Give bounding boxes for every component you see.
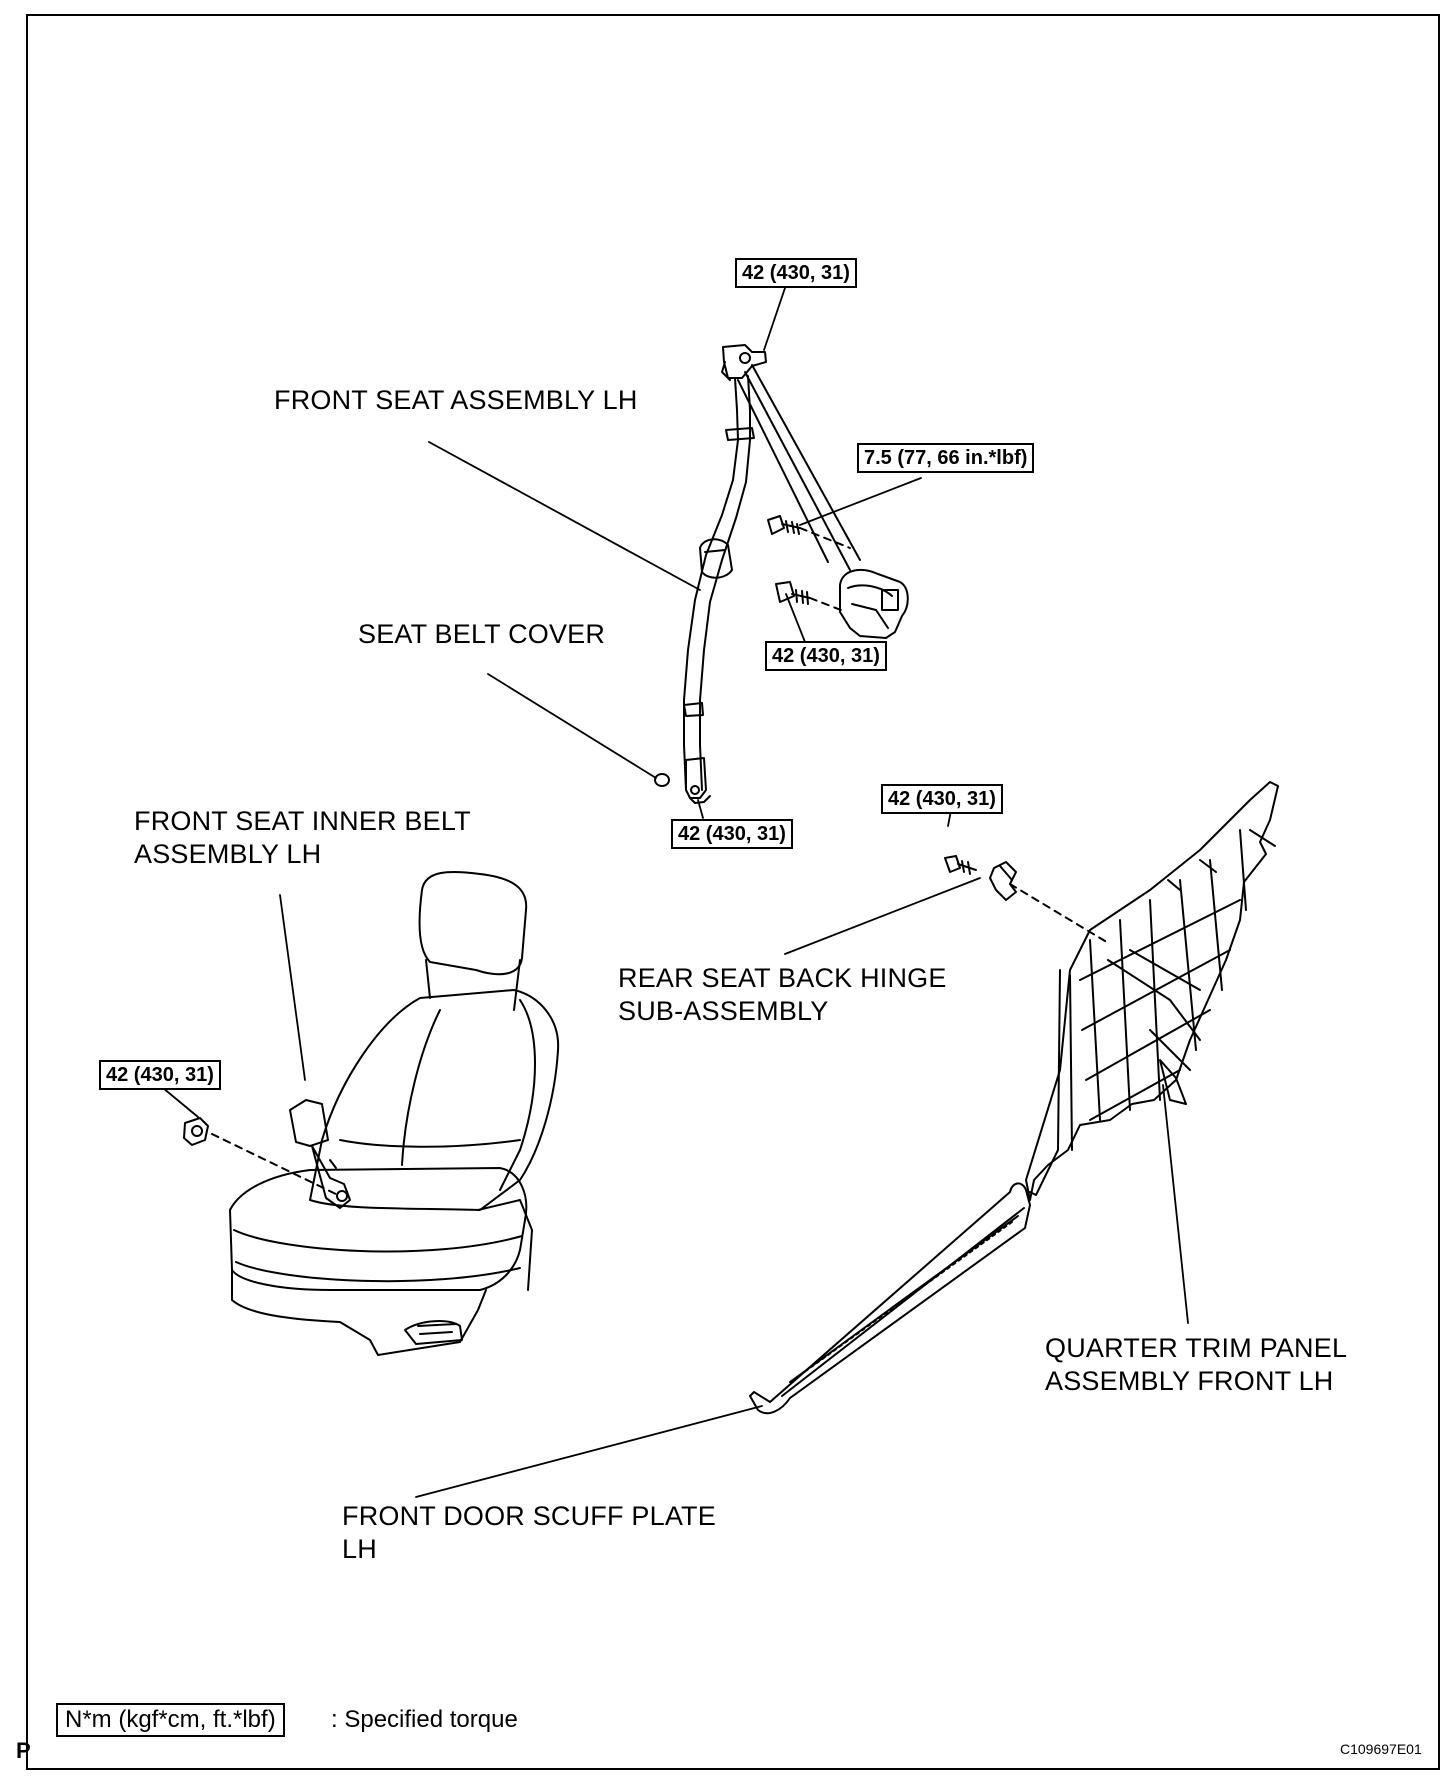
legend-unit-box: N*m (kgf*cm, ft.*lbf) (56, 1703, 285, 1737)
torque-floor-anchor: 42 (430, 31) (671, 819, 793, 849)
label-quarter-trim-panel: QUARTER TRIM PANEL ASSEMBLY FRONT LH (1045, 1333, 1348, 1396)
outer-seat-belt-assembly (654, 344, 909, 804)
torque-top-anchor: 42 (430, 31) (735, 258, 857, 288)
torque-retractor-upper: 7.5 (77, 66 in.*lbf) (857, 443, 1035, 473)
torque-retractor-lower: 42 (430, 31) (765, 641, 887, 671)
label-seat-belt-cover: SEAT BELT COVER (358, 619, 606, 649)
torque-seat-nut: 42 (430, 31) (99, 1060, 221, 1090)
label-rear-seat-hinge: REAR SEAT BACK HINGE SUB-ASSEMBLY (618, 963, 947, 1026)
quarter-trim-panel (1025, 781, 1279, 1201)
rear-seat-back-hinge (944, 855, 1111, 945)
figure-code: C109697E01 (1340, 1741, 1422, 1757)
label-scuff-plate: FRONT DOOR SCUFF PLATE LH (342, 1501, 716, 1564)
diagram-frame (26, 14, 1440, 1770)
scuff-plate (749, 1182, 1031, 1415)
front-seat (183, 870, 560, 1356)
page-mark: P (16, 1738, 31, 1763)
leader-lines (162, 287, 1189, 1498)
label-front-seat-assembly: FRONT SEAT ASSEMBLY LH (274, 385, 638, 415)
torque-hinge-bolt: 42 (430, 31) (881, 784, 1003, 814)
label-inner-belt: FRONT SEAT INNER BELT ASSEMBLY LH (134, 806, 471, 869)
legend-description: : Specified torque (331, 1706, 518, 1733)
